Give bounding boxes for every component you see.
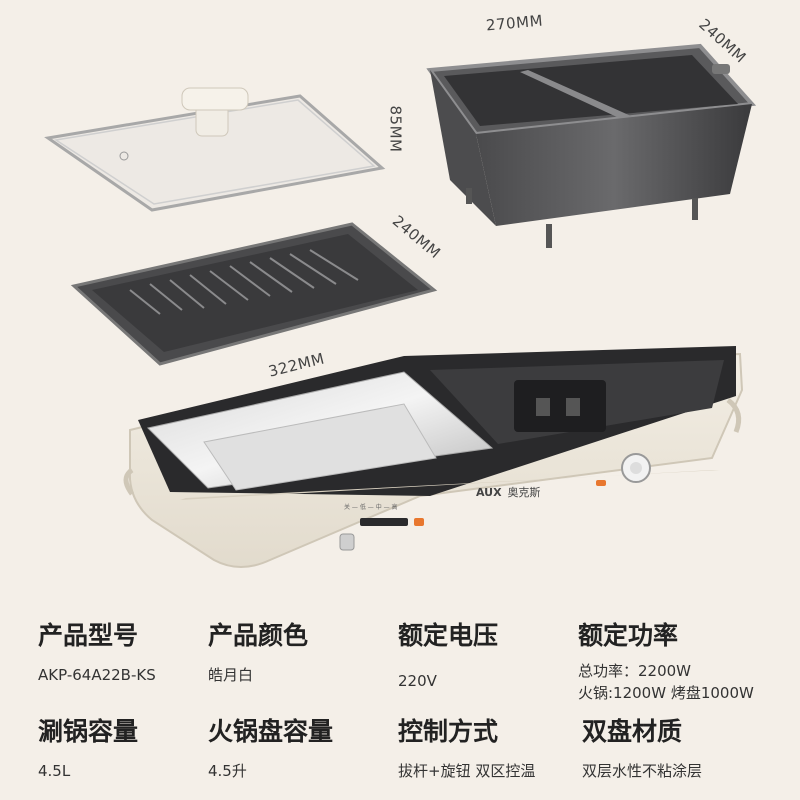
spec-hotpot-capacity: 火锅盘容量 4.5升 bbox=[208, 712, 333, 782]
lid-handle bbox=[181, 87, 249, 111]
spec-label: 产品颜色 bbox=[208, 621, 309, 650]
spec-label: 火锅盘容量 bbox=[208, 717, 334, 746]
product-illustration: 270MM 240MM 85MM 240MM 322MM AUX 奥克斯 关 —… bbox=[44, 12, 757, 568]
spec-label: 产品型号 bbox=[38, 621, 139, 650]
spec-value-total: 总功率：2200W bbox=[578, 662, 692, 680]
spec-value: AKP-64A22B-KS bbox=[38, 666, 156, 684]
spec-value-split: 火锅:1200W 烤盘1000W bbox=[578, 684, 754, 702]
spec-value: 220V bbox=[398, 672, 437, 690]
dim-hotpot-height: 85MM bbox=[386, 105, 405, 153]
spec-value: 4.5L bbox=[38, 762, 71, 780]
spec-value: 皓月白 bbox=[208, 666, 254, 684]
spec-value: 双层水性不粘涂层 bbox=[582, 762, 703, 780]
spec-model: 产品型号 AKP-64A22B-KS bbox=[38, 616, 156, 686]
brand-logo-cn: 奥克斯 bbox=[507, 486, 541, 499]
glass-lid bbox=[44, 87, 386, 212]
brand-logo-text: AUX bbox=[476, 486, 502, 499]
pot-handle bbox=[712, 64, 730, 74]
lever-label-mid: 中 bbox=[375, 504, 382, 511]
brand-logo: AUX 奥克斯 bbox=[476, 484, 540, 500]
lever-labels: 关 — 低 — 中 — 高 bbox=[344, 504, 398, 511]
lever-slot bbox=[360, 518, 408, 526]
spec-control: 控制方式 拔杆+旋钮 双区控温 bbox=[398, 712, 535, 782]
control-lever[interactable] bbox=[339, 533, 355, 551]
lever-label-low: 低 bbox=[359, 504, 366, 511]
lever-label-off: 关 bbox=[344, 504, 351, 511]
left-indicator-light bbox=[414, 518, 424, 526]
right-indicator-light bbox=[596, 480, 606, 486]
spec-voltage: 额定电压 220V bbox=[398, 616, 498, 692]
spec-power: 额定功率 总功率：2200W 火锅:1200W 烤盘1000W bbox=[578, 616, 754, 704]
heating-connector bbox=[514, 380, 606, 432]
spec-material: 双盘材质 双层水性不粘涂层 bbox=[582, 712, 702, 782]
hotpot-basin bbox=[426, 43, 757, 248]
spec-value: 4.5升 bbox=[208, 762, 247, 780]
spec-label: 额定电压 bbox=[398, 621, 499, 650]
spec-label: 涮锅容量 bbox=[38, 717, 139, 746]
grill-plate bbox=[70, 222, 438, 366]
lever-label-high: 高 bbox=[391, 504, 398, 511]
spec-grid: 产品型号 AKP-64A22B-KS 产品颜色 皓月白 额定电压 220V 额定… bbox=[0, 600, 800, 800]
spec-value: 拔杆+旋钮 双区控温 bbox=[398, 762, 536, 780]
spec-label: 双盘材质 bbox=[582, 717, 683, 746]
spec-label: 控制方式 bbox=[398, 717, 499, 746]
spec-label: 额定功率 bbox=[578, 621, 679, 650]
appliance-drawing bbox=[44, 43, 757, 568]
spec-shabu-capacity: 涮锅容量 4.5L bbox=[38, 712, 138, 782]
spec-color: 产品颜色 皓月白 bbox=[208, 616, 308, 686]
appliance-body bbox=[123, 346, 744, 568]
